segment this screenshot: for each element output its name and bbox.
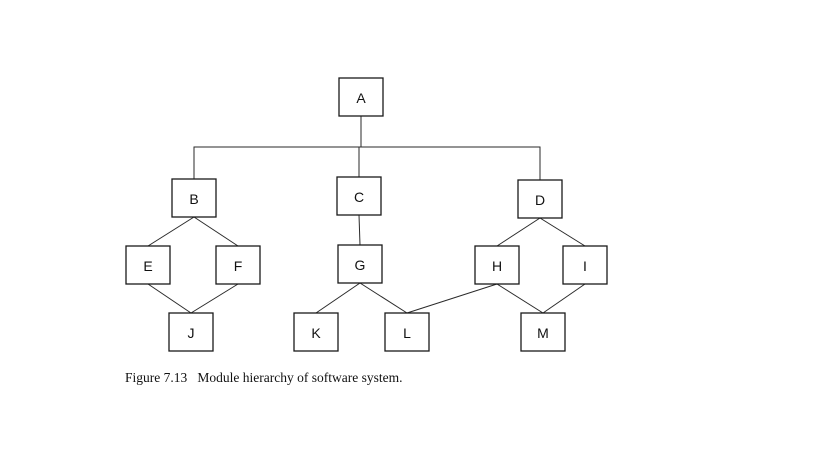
module-node-m: M bbox=[520, 312, 566, 352]
module-box bbox=[384, 312, 430, 352]
edge-a-d bbox=[360, 116, 541, 180]
figure-caption: Figure 7.13 Module hierarchy of software… bbox=[125, 370, 402, 386]
module-label: A bbox=[356, 90, 366, 106]
module-box bbox=[338, 77, 384, 117]
figure-number: Figure 7.13 bbox=[125, 370, 188, 385]
module-label: L bbox=[403, 325, 411, 341]
edge-b-e bbox=[147, 216, 195, 247]
module-label: J bbox=[188, 325, 195, 341]
module-label: H bbox=[492, 258, 502, 274]
module-box bbox=[474, 245, 520, 285]
module-label: M bbox=[537, 325, 549, 341]
edge-c-g bbox=[358, 214, 361, 246]
edge-a-b bbox=[193, 116, 362, 179]
module-node-c: C bbox=[336, 176, 382, 216]
module-box bbox=[336, 176, 382, 216]
module-node-k: K bbox=[293, 312, 339, 352]
edge-b-f bbox=[193, 216, 239, 247]
module-box bbox=[517, 179, 563, 219]
module-box bbox=[215, 245, 261, 285]
module-node-b: B bbox=[171, 178, 217, 218]
module-node-i: I bbox=[562, 245, 608, 285]
module-box bbox=[562, 245, 608, 285]
module-box bbox=[520, 312, 566, 352]
module-label: K bbox=[311, 325, 321, 341]
edge-e-j bbox=[147, 283, 192, 314]
module-node-a: A bbox=[338, 77, 384, 117]
edge-f-j bbox=[190, 283, 239, 314]
module-box bbox=[168, 312, 214, 352]
module-node-d: D bbox=[517, 179, 563, 219]
edge-g-k bbox=[315, 282, 361, 314]
nodes: A B C D E F G H I J K L M bbox=[125, 77, 608, 352]
module-label: C bbox=[354, 189, 364, 205]
caption-text: Module hierarchy of software system. bbox=[197, 370, 403, 385]
module-label: D bbox=[535, 192, 545, 208]
module-label: B bbox=[189, 191, 198, 207]
edges bbox=[147, 116, 586, 314]
edge-g-l bbox=[359, 282, 408, 314]
module-box bbox=[171, 178, 217, 218]
module-node-j: J bbox=[168, 312, 214, 352]
module-node-e: E bbox=[125, 245, 171, 285]
module-box bbox=[337, 244, 383, 284]
edge-i-m bbox=[542, 283, 586, 314]
module-node-l: L bbox=[384, 312, 430, 352]
module-node-f: F bbox=[215, 245, 261, 285]
module-node-h: H bbox=[474, 245, 520, 285]
module-node-g: G bbox=[337, 244, 383, 284]
module-label: F bbox=[234, 258, 243, 274]
edge-h-l bbox=[406, 283, 498, 314]
module-label: E bbox=[143, 258, 152, 274]
module-box bbox=[125, 245, 171, 285]
module-label: I bbox=[583, 258, 587, 274]
edge-d-h bbox=[496, 217, 541, 247]
edge-h-m bbox=[496, 283, 544, 314]
module-box bbox=[293, 312, 339, 352]
module-label: G bbox=[355, 257, 366, 273]
edge-d-i bbox=[539, 217, 586, 247]
